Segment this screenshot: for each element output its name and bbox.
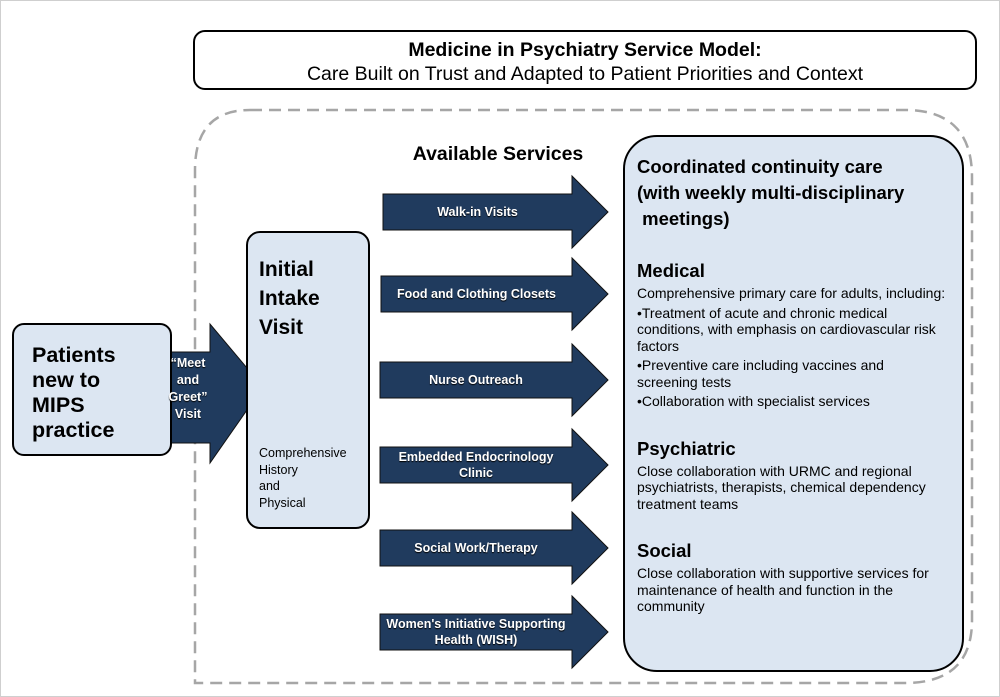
service-arrow bbox=[379, 510, 609, 586]
service-arrow bbox=[379, 342, 609, 418]
service-label: Nurse Outreach bbox=[376, 372, 576, 388]
meet-greet-line: “Meet bbox=[170, 356, 206, 370]
intake-title-line: Visit bbox=[259, 316, 303, 339]
medical-heading: Medical bbox=[637, 260, 705, 281]
social-heading: Social bbox=[637, 540, 692, 561]
intake-title-line: Initial bbox=[259, 258, 314, 281]
patients-line: MIPS bbox=[32, 393, 85, 417]
continuity-title-line: Coordinated continuity care bbox=[637, 156, 883, 177]
meet-greet-line: Visit bbox=[174, 407, 202, 421]
intake-sub-line: Comprehensive bbox=[259, 446, 347, 460]
available-services-heading: Available Services bbox=[412, 143, 584, 165]
service-label-line: Food and Clothing Closets bbox=[396, 287, 556, 301]
continuity-title-line: meetings) bbox=[637, 208, 730, 229]
patients-new-box: Patients new to MIPS practice bbox=[12, 323, 172, 456]
medical-intro: Comprehensive primary care for adults, i… bbox=[637, 285, 946, 301]
diagram-title: Medicine in Psychiatry Service Model: bbox=[408, 39, 762, 61]
medical-bullet: •Treatment of acute and chronic medical … bbox=[637, 304, 936, 354]
service-arrow bbox=[380, 256, 609, 332]
service-label-line: Embedded Endocrinology bbox=[398, 450, 554, 464]
psychiatric-heading: Psychiatric bbox=[637, 437, 736, 459]
service-label: Social Work/Therapy bbox=[376, 540, 576, 556]
patients-line: practice bbox=[32, 418, 115, 442]
service-arrow bbox=[382, 174, 609, 250]
intake-sub-line: Physical bbox=[259, 495, 306, 510]
continuity-title-line: (with weekly multi-disciplinary bbox=[637, 182, 905, 203]
service-label-line: Walk-in Visits bbox=[437, 205, 518, 219]
intake-subtitle: Comprehensive History and Physical bbox=[259, 445, 347, 511]
service-label-line: Women's Initiative Supporting bbox=[386, 617, 566, 631]
meet-greet-label: “Meet and Greet” Visit bbox=[159, 355, 217, 423]
service-arrow bbox=[379, 427, 609, 503]
continuity-title: Coordinated continuity care (with weekly… bbox=[637, 154, 962, 232]
initial-intake-box: Initial Intake Visit Comprehensive Histo… bbox=[246, 231, 370, 529]
meet-greet-line: Greet” bbox=[168, 390, 208, 404]
medical-bullet: •Preventive care including vaccines and … bbox=[637, 357, 884, 390]
diagram-subtitle: Care Built on Trust and Adapted to Patie… bbox=[306, 63, 864, 85]
patients-line: Patients bbox=[32, 343, 116, 367]
meet-greet-line: and bbox=[176, 373, 200, 387]
patients-line: new to bbox=[32, 368, 101, 392]
service-label-line: Health (WISH) bbox=[434, 633, 518, 647]
dashed-container bbox=[193, 108, 974, 685]
medical-bullet: •Collaboration with specialist services bbox=[637, 393, 870, 409]
service-label-line: Nurse Outreach bbox=[429, 373, 523, 387]
intake-title: Initial Intake Visit bbox=[259, 255, 320, 342]
psychiatric-body: Close collaboration with URMC and region… bbox=[637, 462, 926, 512]
service-label-line: Social Work/Therapy bbox=[414, 541, 538, 555]
service-label: Walk-in Visits bbox=[379, 204, 576, 220]
intake-sub-line: and bbox=[259, 479, 280, 493]
intake-title-line: Intake bbox=[259, 287, 320, 310]
service-label-line: Clinic bbox=[458, 466, 494, 480]
title-box: Medicine in Psychiatry Service Model: Ca… bbox=[193, 30, 977, 90]
intake-sub-line: History bbox=[259, 462, 298, 477]
continuity-care-box: Coordinated continuity care (with weekly… bbox=[623, 135, 964, 672]
social-body: Close collaboration with supportive serv… bbox=[637, 565, 929, 614]
service-arrow bbox=[379, 594, 609, 670]
service-label: Food and Clothing Closets bbox=[377, 286, 576, 302]
